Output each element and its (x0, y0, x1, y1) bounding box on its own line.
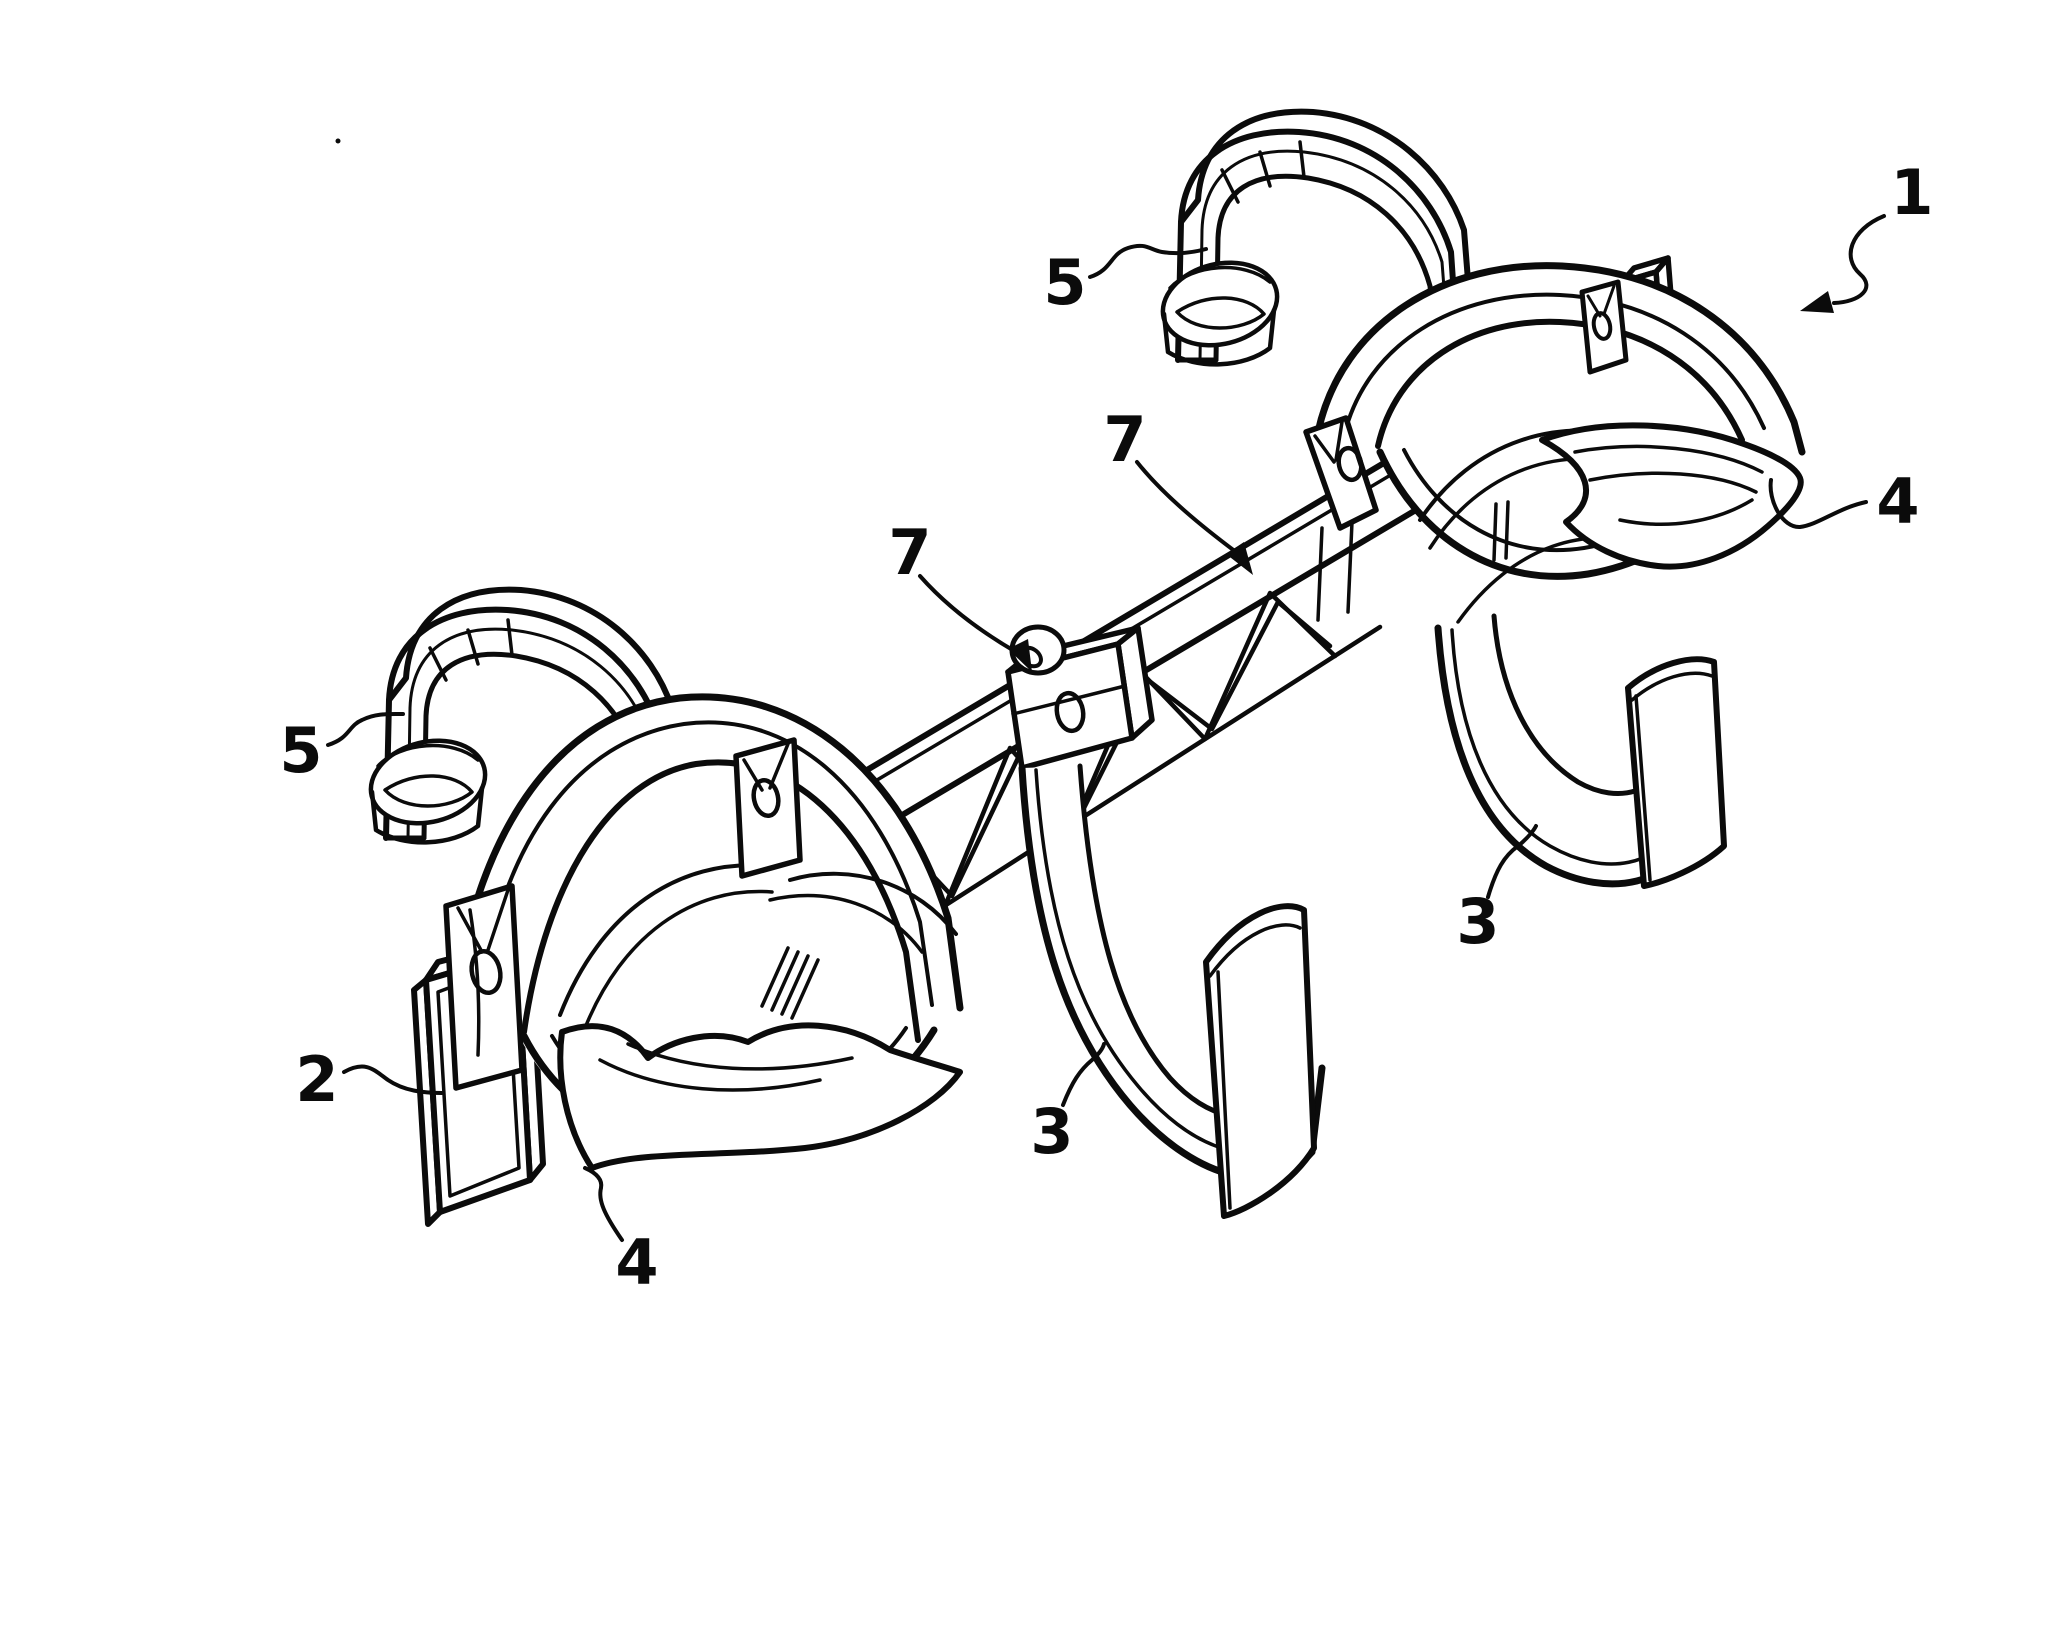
mount-ear-top (1579, 279, 1629, 375)
ref-label-4-right: 4 (1876, 465, 1919, 538)
hook-tip-blade (1203, 903, 1317, 1219)
mount-ear-left (1303, 415, 1379, 622)
arrowhead (1800, 291, 1834, 313)
leader-2 (342, 1064, 444, 1095)
leader-5-left (326, 711, 405, 747)
mount-ear-right (733, 737, 803, 879)
ref-label-7-upper: 7 (1103, 403, 1146, 476)
mount-ear-left (443, 883, 525, 1091)
print-artifact-dot (335, 138, 341, 144)
ref-label-5-top: 5 (1043, 246, 1086, 319)
ref-label-3-right: 3 (1456, 885, 1499, 958)
clamp-saddle-left (443, 693, 964, 1171)
hook-middle (1005, 624, 1326, 1219)
wing-flap-left (557, 1022, 963, 1171)
hook-right (1434, 613, 1727, 889)
tube-collar-left (368, 738, 488, 845)
ref-label-4-bottom: 4 (615, 1226, 658, 1299)
hook-tip-blade (1625, 656, 1727, 889)
leader-3-right (1486, 824, 1538, 899)
arrowhead (1008, 639, 1032, 672)
ref-label-7-lower: 7 (888, 516, 931, 589)
leader-4-right (1768, 478, 1868, 530)
arrowhead (1226, 542, 1253, 575)
ref-label-1: 1 (1890, 156, 1933, 229)
leader-4-bottom (583, 1166, 624, 1242)
leader-5-top (1088, 243, 1208, 279)
ref-label-3-middle: 3 (1030, 1095, 1073, 1168)
leader-1 (1800, 214, 1886, 313)
ref-label-5-left: 5 (279, 714, 322, 787)
wing-flap-right (1539, 422, 1804, 570)
leader-7-lower (918, 574, 1032, 672)
leader-lines (326, 214, 1886, 1242)
spring-clip-hatch (760, 946, 820, 1020)
clamp-saddle-right (1303, 262, 1806, 624)
ref-label-2: 2 (295, 1043, 338, 1116)
leader-3-middle (1061, 1042, 1106, 1107)
leader-7-upper (1135, 460, 1253, 575)
reference-numerals: 1 5 7 7 4 5 2 3 3 4 (279, 156, 1933, 1299)
